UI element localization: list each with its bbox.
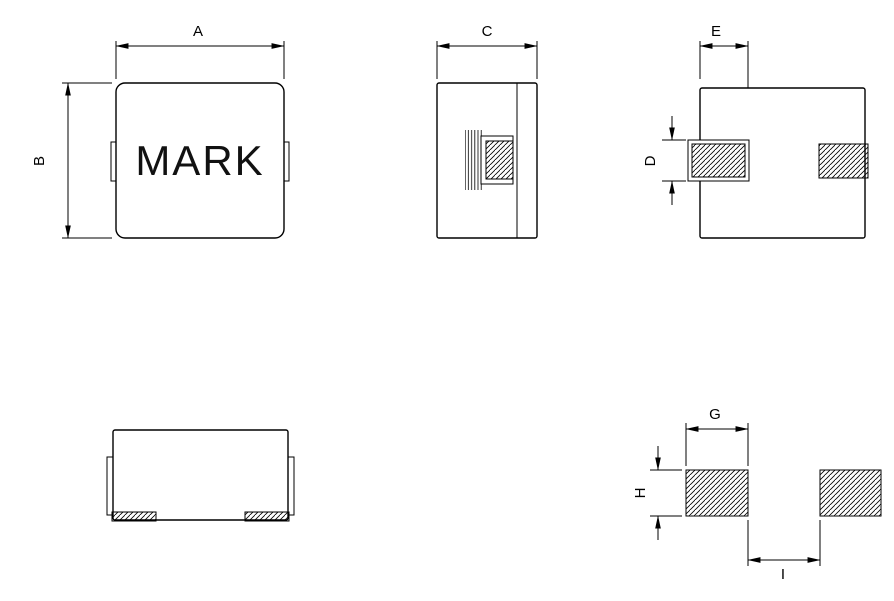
end-left-terminal-pad xyxy=(691,143,746,178)
dimension-c: C xyxy=(436,23,538,79)
front-left-terminal-tab xyxy=(110,141,117,182)
dim-h-label: H xyxy=(632,488,649,499)
dimension-d: D xyxy=(642,116,686,205)
dimension-g: G xyxy=(685,406,749,466)
land-pattern: G H I xyxy=(632,406,882,583)
dimension-h: H xyxy=(632,446,682,540)
bottom-right-terminal-tab xyxy=(287,456,295,516)
end-right-terminal-pad xyxy=(818,143,869,179)
dim-e-label: E xyxy=(711,23,721,40)
terminal-crimp-serrations xyxy=(465,130,482,190)
side-terminal xyxy=(465,130,514,190)
front-body-outline xyxy=(115,82,285,239)
land-pattern-left-pad xyxy=(685,469,749,517)
dimension-a: A xyxy=(115,23,285,79)
bottom-right-terminal-foot xyxy=(244,511,290,522)
mark-text: MARK xyxy=(135,137,264,184)
bottom-left-terminal-tab xyxy=(106,456,114,516)
dimension-i: I xyxy=(747,520,821,583)
bottom-left-terminal-foot xyxy=(111,511,157,522)
dim-c-label: C xyxy=(482,23,493,40)
front-right-terminal-tab xyxy=(283,141,290,182)
front-view: A B MARK xyxy=(31,23,290,239)
end-view: E D xyxy=(642,23,869,239)
dim-g-label: G xyxy=(709,406,721,423)
bottom-view xyxy=(106,429,295,522)
dim-d-label: D xyxy=(642,155,659,166)
dim-b-label: B xyxy=(31,156,48,166)
side-view: C xyxy=(436,23,538,239)
dim-i-label: I xyxy=(781,566,785,583)
dimension-b: B xyxy=(31,82,112,239)
dim-a-label: A xyxy=(193,23,203,40)
bottom-body-outline xyxy=(112,429,289,521)
terminal-hatched-section xyxy=(485,140,514,180)
land-pattern-right-pad xyxy=(819,469,882,517)
